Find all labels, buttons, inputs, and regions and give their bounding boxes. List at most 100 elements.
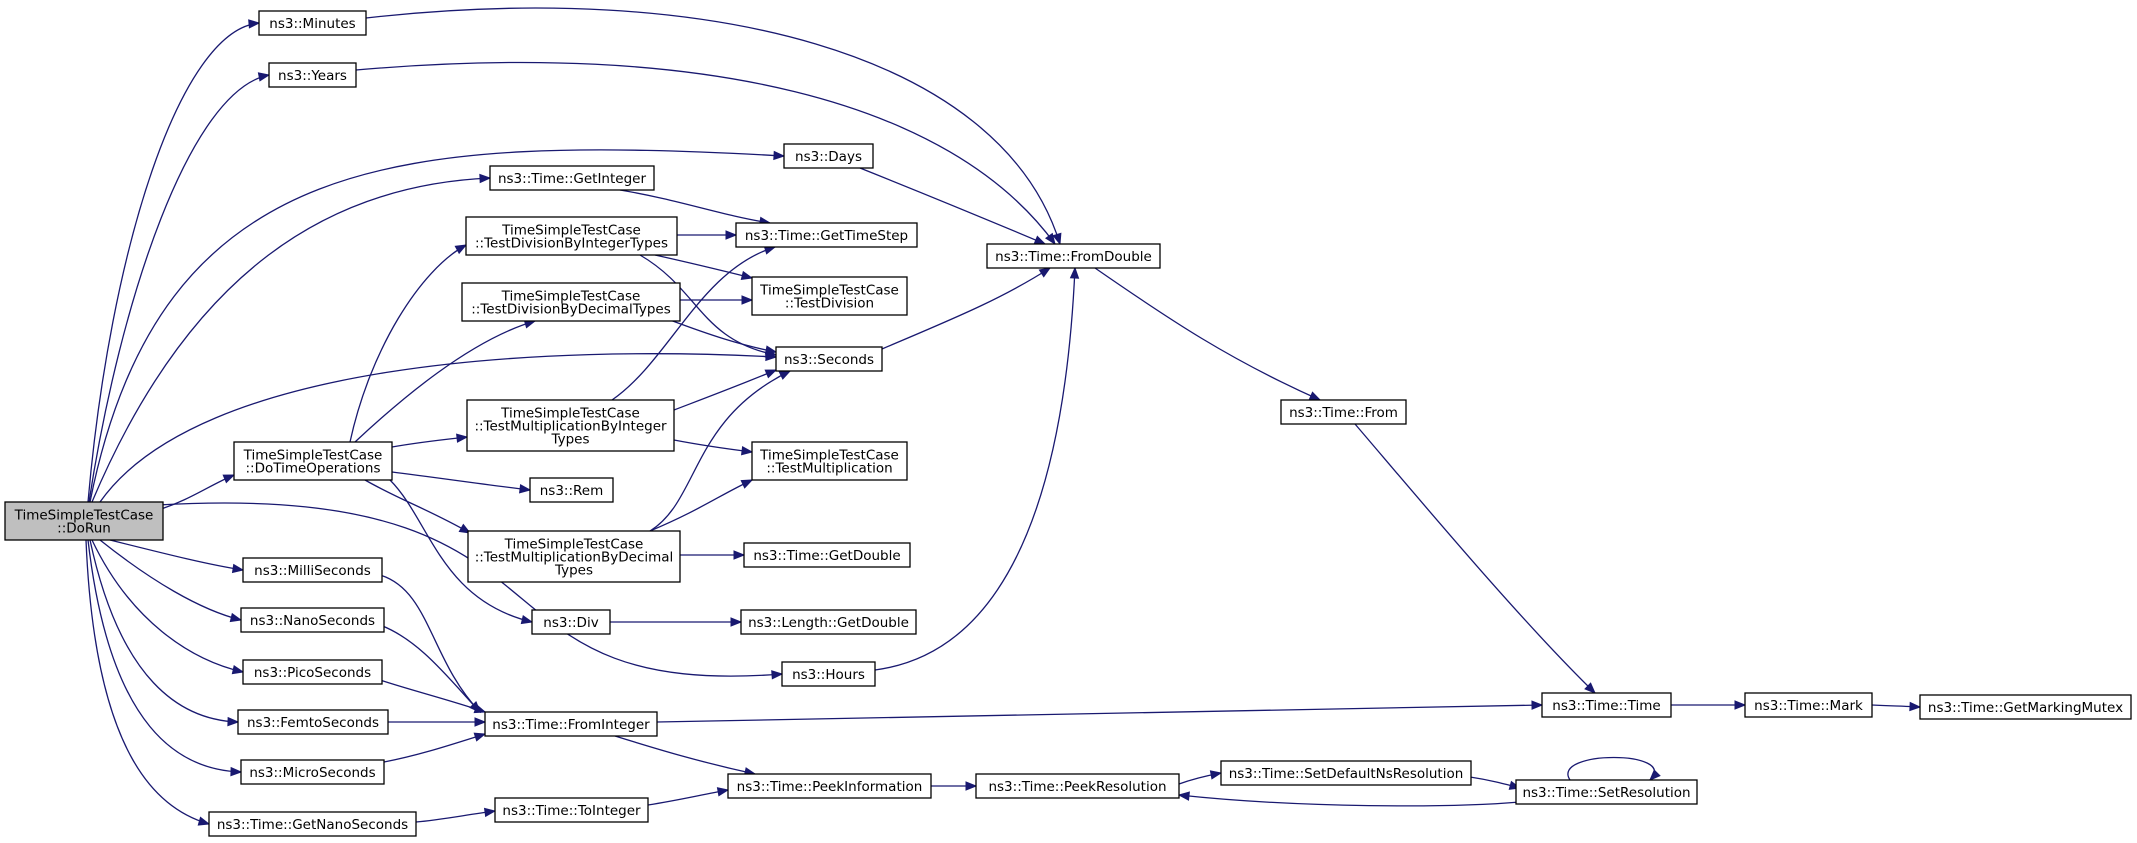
edge-dotimeops-to-rem [391,471,531,491]
edge-testmuldec-to-testmult [649,479,753,532]
node-label: ns3::MicroSeconds [249,765,375,781]
edge-arrowhead [520,614,534,625]
node-label: ns3::Time::GetInteger [498,171,646,187]
node-box [258,10,367,36]
node-label: ns3::Time::Time [1552,698,1660,714]
edge-dorun-to-years [88,74,270,503]
edge-setresolution-to-peekresolution [1178,794,1521,807]
node-seconds[interactable]: ns3::Seconds [775,346,883,372]
node-label: ns3::Time::From [1289,405,1398,421]
node-box [268,62,357,88]
edge-arrowhead [1038,267,1052,278]
node-box [466,399,675,452]
node-label: ::DoTimeOperations [245,461,380,477]
node-box [783,143,874,169]
edge-arrowhead [458,523,472,534]
node-testmult[interactable]: TimeSimpleTestCase::TestMultiplication [751,441,908,481]
edge-microseconds-to-frominteger [383,733,486,763]
node-getdouble[interactable]: ns3::Time::GetDouble [743,542,911,568]
node-box [1744,692,1873,718]
edge-arrowhead [1033,235,1047,245]
node-box [740,609,917,635]
node-box [467,530,681,583]
node-peekresolution[interactable]: ns3::Time::PeekResolution [975,773,1180,799]
node-label: ns3::NanoSeconds [250,613,375,629]
node-frominteger[interactable]: ns3::Time::FromInteger [484,711,658,737]
edge-arrowhead [778,370,792,380]
node-tointeger[interactable]: ns3::Time::ToInteger [494,797,649,823]
edge-testmulint-to-gettimestep [611,246,776,401]
node-days[interactable]: ns3::Days [783,143,874,169]
node-label: ns3::Time::GetNanoSeconds [217,817,408,833]
node-label: ns3::Time::FromDouble [995,249,1152,265]
node-peekinformation[interactable]: ns3::Time::PeekInformation [727,773,932,799]
edge-testdivint-to-seconds [639,254,777,356]
node-box [531,609,611,635]
edge-dotimeops-to-testmuldec [364,479,471,534]
edge-dorun-to-microseconds [87,539,242,773]
node-box [735,222,918,248]
node-years[interactable]: ns3::Years [268,62,357,88]
node-label: Types [554,563,593,579]
node-getinteger[interactable]: ns3::Time::GetInteger [489,165,655,191]
node-dotimeops[interactable]: TimeSimpleTestCase::DoTimeOperations [233,441,393,481]
node-setresolution[interactable]: ns3::Time::SetResolution [1515,779,1698,805]
node-milliseconds[interactable]: ns3::MilliSeconds [242,557,383,583]
node-getmarkingmutex[interactable]: ns3::Time::GetMarkingMutex [1919,694,2132,720]
node-getnanoseconds[interactable]: ns3::Time::GetNanoSeconds [208,811,417,837]
node-microseconds[interactable]: ns3::MicroSeconds [240,759,385,785]
node-picoseconds[interactable]: ns3::PicoSeconds [242,659,383,685]
node-gettimestep[interactable]: ns3::Time::GetTimeStep [735,222,918,248]
node-box [775,346,883,372]
edge-getnanoseconds-to-tointeger [415,810,496,823]
node-box [1919,694,2132,720]
node-label: ns3::FemtoSeconds [247,715,379,731]
node-label: ns3::Time::ToInteger [502,803,641,819]
node-label: ns3::Time::SetResolution [1522,785,1690,801]
node-femtoseconds[interactable]: ns3::FemtoSeconds [237,709,389,735]
node-label: ns3::Time::GetMarkingMutex [1928,700,2123,716]
node-box [461,282,681,322]
node-label: TimeSimpleTestCase [501,223,641,239]
nodes-layer: TimeSimpleTestCase::DoRun ns3::Minutesns3… [4,10,2132,837]
edge-arrowhead [454,244,468,255]
edge-arrowhead [725,230,738,240]
edge-arrowhead [1177,791,1190,801]
edge-arrowhead [483,807,497,818]
edge-arrowhead [479,173,492,184]
node-testmulint[interactable]: TimeSimpleTestCase::TestMultiplicationBy… [466,399,675,452]
node-nanoseconds[interactable]: ns3::NanoSeconds [240,607,385,633]
node-rem[interactable]: ns3::Rem [529,477,614,503]
edge-dotimeops-to-testdivdec [354,320,536,443]
node-mark[interactable]: ns3::Time::Mark [1744,692,1873,718]
node-label: TimeSimpleTestCase [501,289,641,305]
node-box [489,165,655,191]
edge-arrowhead [230,766,243,777]
edge-dotimeops-to-testmulint [391,436,468,448]
node-testdivision[interactable]: TimeSimpleTestCase::TestDivision [751,276,908,316]
node-dorun[interactable]: TimeSimpleTestCase::DoRun [4,501,164,541]
node-fromdouble[interactable]: ns3::Time::FromDouble [986,243,1161,269]
node-testdivdec[interactable]: TimeSimpleTestCase::TestDivisionByDecima… [461,282,681,322]
node-label: ns3::Seconds [784,352,874,368]
node-hours[interactable]: ns3::Hours [781,661,876,687]
edge-arrowhead [229,612,243,623]
node-box [242,557,383,583]
node-testmuldec[interactable]: TimeSimpleTestCase::TestMultiplicationBy… [467,530,681,583]
edge-arrowhead [764,345,778,355]
node-box [484,711,658,737]
node-lengthgetdouble[interactable]: ns3::Length::GetDouble [740,609,917,635]
node-time[interactable]: ns3::Time::Time [1541,692,1672,718]
node-minutes[interactable]: ns3::Minutes [258,10,367,36]
node-div[interactable]: ns3::Div [531,609,611,635]
edge-testdivdec-to-seconds [669,319,777,353]
node-setdefaultns[interactable]: ns3::Time::SetDefaultNsResolution [1220,760,1472,786]
node-box [975,773,1180,799]
node-from[interactable]: ns3::Time::From [1280,399,1407,425]
node-testdivint[interactable]: TimeSimpleTestCase::TestDivisionByIntege… [465,216,678,256]
edge-arrowhead [1734,700,1747,710]
edge-arrowhead [473,704,487,714]
edge-arrowhead [473,732,487,742]
edge-dotimeops-to-testdivint [349,244,467,443]
